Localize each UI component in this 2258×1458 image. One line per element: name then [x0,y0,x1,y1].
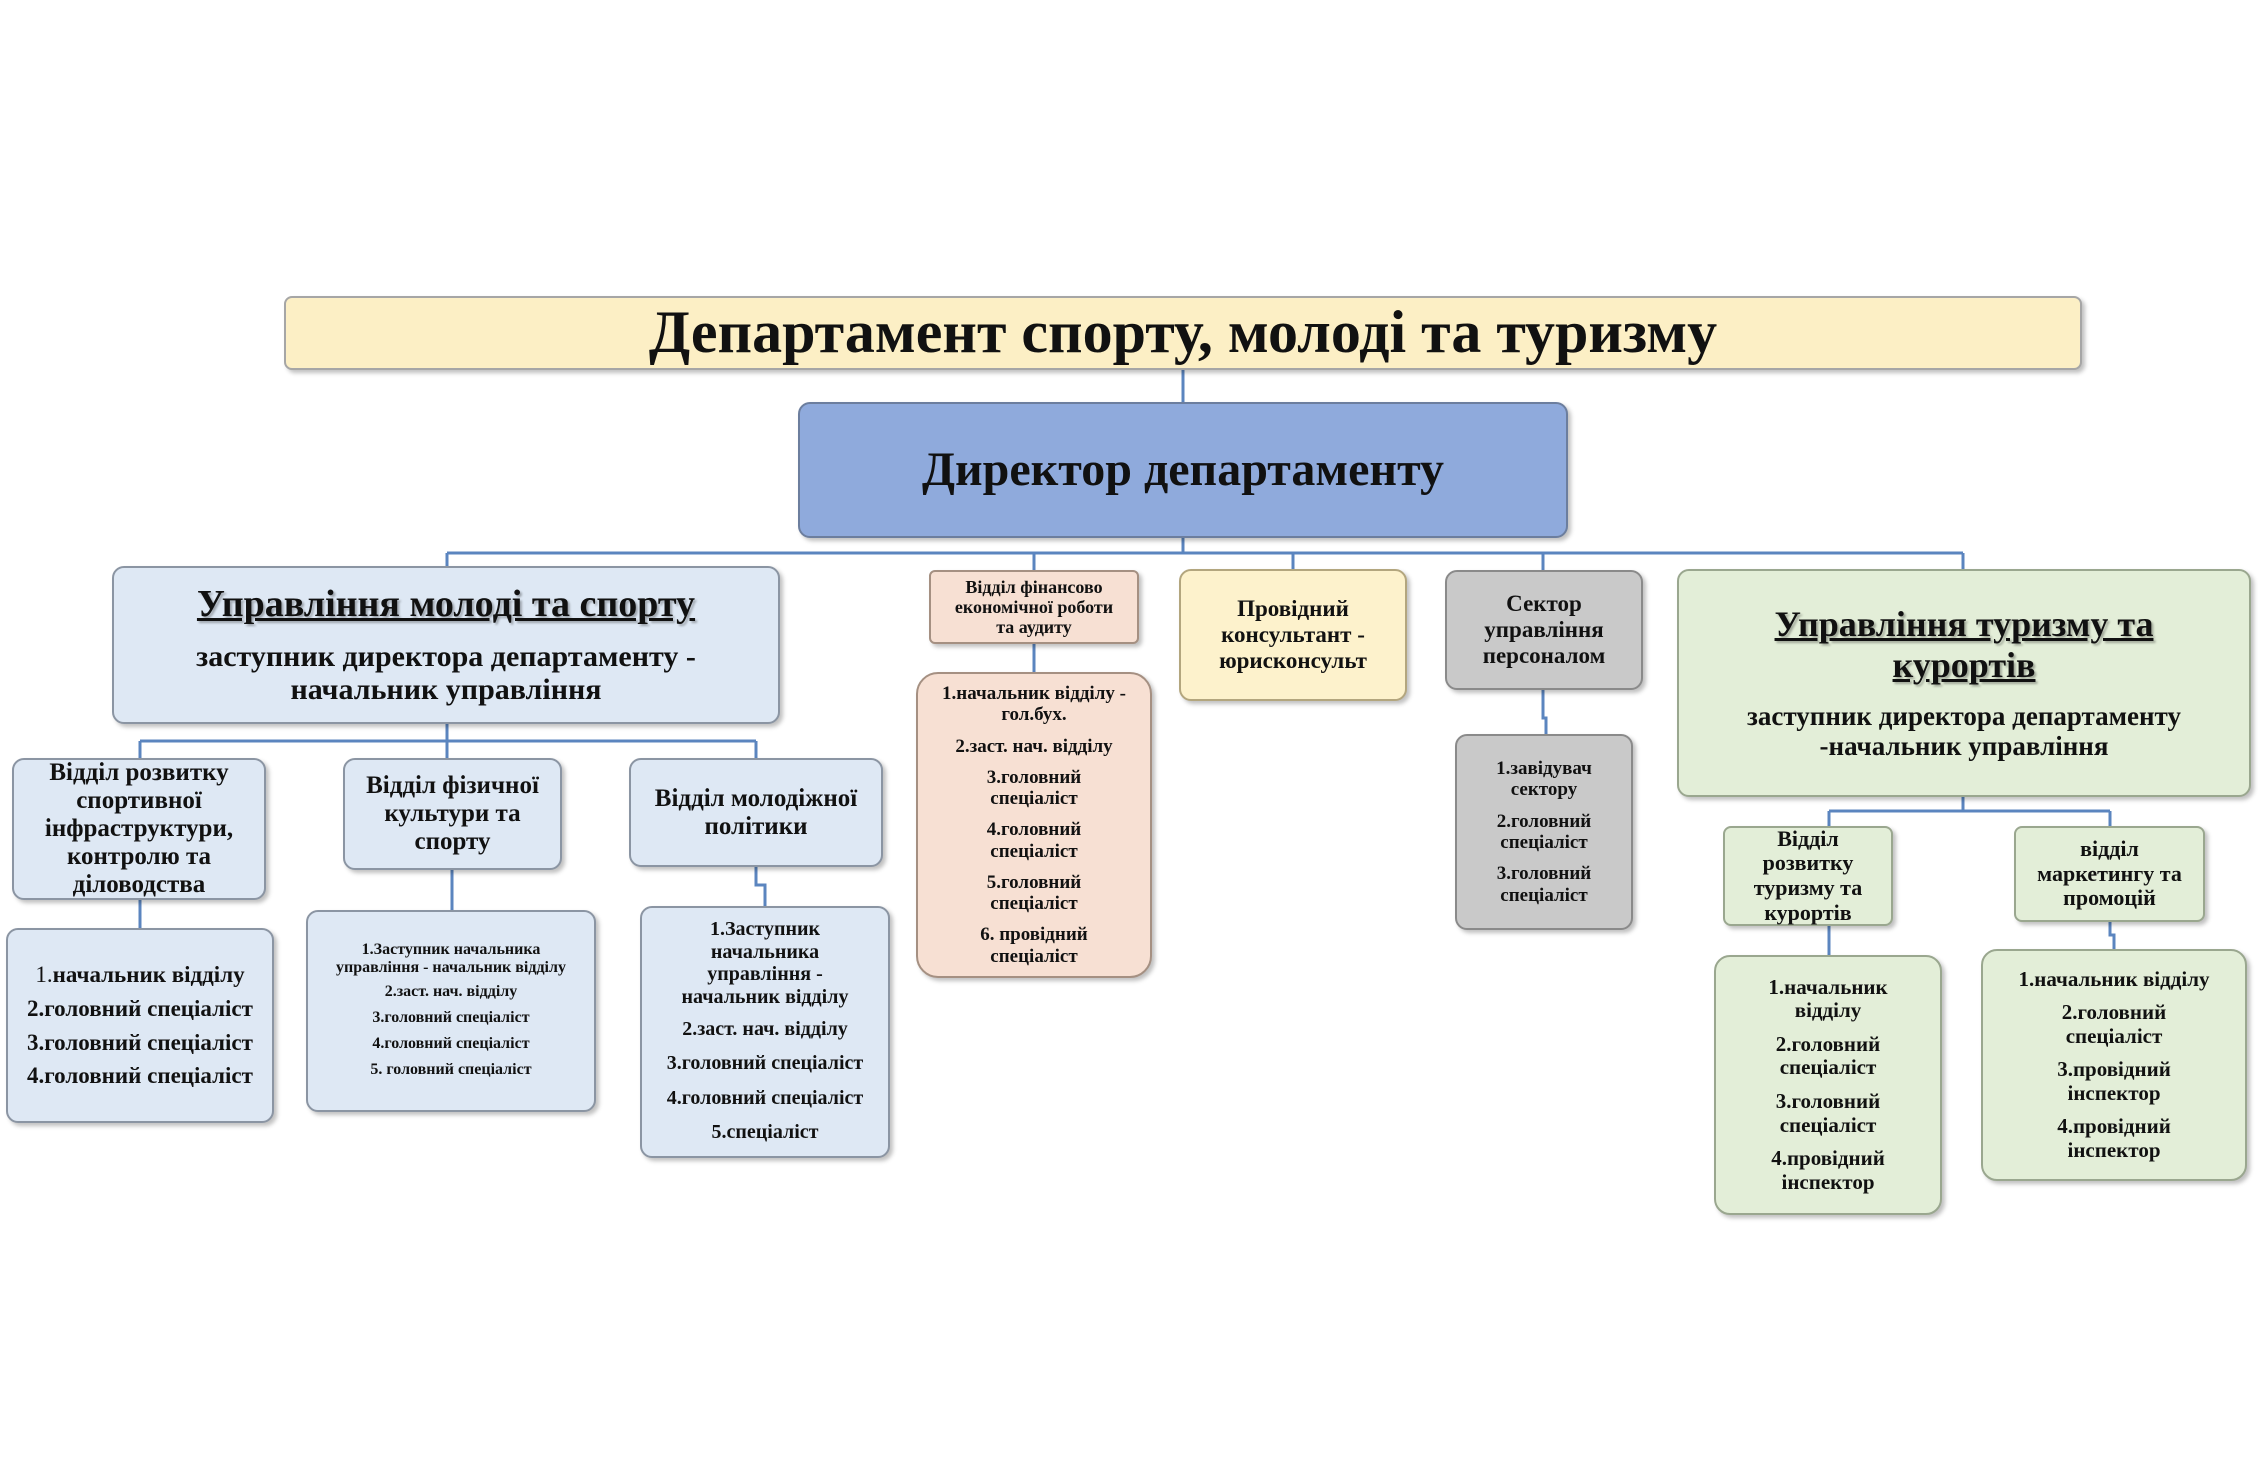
staff-item: 3.головний спеціаліст [666,1052,864,1075]
tourism-dev-staff-box: 1.начальник відділу 2.головний спеціаліс… [1714,955,1942,1215]
finance-dept-label: Відділ фінансово економічної роботи та а… [954,576,1114,638]
department-title: Департамент спорту, молоді та туризму [648,299,1718,366]
staff-item: 6. провідний спеціаліст [980,924,1088,967]
tourism-deputy: заступник директора департаменту -началь… [1747,701,2181,762]
finance-staff-box: 1.начальник відділу - гол.бух. 2.заст. н… [916,672,1152,978]
staff-item: 2.заст. нач. відділу [384,983,518,1001]
youth-sport-management-box: Управління молоді та спорту заступник ди… [112,566,780,724]
staff-item-title: начальник відділу [52,962,245,987]
infrastructure-dept-label: Відділ розвитку спортивної інфраструктур… [44,759,234,898]
staff-item: 4.головний спеціаліст [666,1086,864,1109]
physical-culture-dept-label: Відділ фізичної культури та спорту [366,772,539,855]
director-box: Директор департаменту [798,402,1568,538]
marketing-dept-label: відділ маркетингу та промоцій [2037,836,2182,911]
legal-consultant-label: Провідний консультант - юрисконсульт [1219,596,1367,673]
youth-sport-title: Управління молоді та спорту [196,583,696,626]
staff-item: 2.головний спеціаліст [1775,1031,1881,1080]
youth-policy-dept-label: Відділ молодіжної політики [654,784,858,840]
infrastructure-staff-box: 1.начальник відділу 2.головний спеціаліс… [6,928,274,1123]
staff-item: 2.заст. нач. відділу [682,1018,848,1040]
youth-sport-deputy: заступник директора департаменту - начал… [196,639,696,707]
marketing-staff-box: 1.начальник відділу 2.головний спеціаліс… [1981,949,2247,1181]
staff-item: 1.Заступник начальника управління - нача… [336,941,566,977]
staff-item: 1.завідувач сектору [1496,758,1592,801]
staff-item: 3.провідний інспектор [2057,1057,2171,1105]
staff-item-number: 1. [35,962,53,987]
personnel-staff-box: 1.завідувач сектору 2.головний спеціаліс… [1455,734,1633,930]
staff-item: 4.провідний інспектор [2057,1114,2171,1162]
staff-item: 1.начальник відділу [35,962,244,988]
staff-item: 5.спеціаліст [711,1121,819,1144]
staff-item: 3.головний спеціаліст [27,1029,253,1055]
personnel-sector-box: Сектор управління персоналом [1445,570,1643,690]
staff-item: 3.головний спеціаліст [1496,863,1592,906]
youth-policy-staff-box: 1.Заступник начальника управління - нача… [640,906,890,1158]
staff-item: 3.головний спеціаліст [372,1009,530,1026]
staff-item: 1.начальник відділу [2018,966,2210,991]
tourism-dev-dept-box: Відділ розвитку туризму та курортів [1723,826,1893,926]
marketing-dept-box: відділ маркетингу та промоцій [2014,826,2205,922]
staff-item: 2.заст. нач. відділу [955,735,1113,757]
staff-item: 4.головний спеціаліст [986,819,1082,862]
tourism-title: Управління туризму та курортів [1774,604,2154,685]
staff-item: 1.начальник відділу - гол.бух. [942,683,1126,726]
staff-item: 3.головний спеціаліст [1775,1089,1881,1137]
department-title-box: Департамент спорту, молоді та туризму [284,296,2082,370]
staff-item: 1.начальник відділу [1768,974,1888,1023]
staff-item: 2.головний спеціаліст [27,995,253,1021]
staff-item: 4.головний спеціаліст [27,1063,253,1089]
youth-policy-dept-box: Відділ молодіжної політики [629,758,883,867]
staff-item: 2.головний спеціаліст [2061,1000,2167,1048]
staff-item: 4.провідний інспектор [1771,1146,1885,1194]
staff-item: 1.Заступник начальника управління - нача… [681,918,849,1008]
tourism-dev-dept-label: Відділ розвитку туризму та курортів [1753,825,1863,925]
personnel-sector-label: Сектор управління персоналом [1482,591,1606,668]
director-label: Директор департаменту [921,443,1445,497]
finance-dept-box: Відділ фінансово економічної роботи та а… [929,570,1139,644]
staff-item: 3.головний спеціаліст [986,766,1082,810]
staff-item: 2.головний спеціаліст [1496,810,1592,853]
physical-culture-staff-box: 1.Заступник начальника управління - нача… [306,910,596,1112]
physical-culture-dept-box: Відділ фізичної культури та спорту [343,758,562,870]
staff-item: 5.головний спеціаліст [986,871,1082,915]
staff-item: 4.головний спеціаліст [372,1034,530,1052]
staff-item: 5. головний спеціаліст [370,1060,532,1078]
tourism-management-box: Управління туризму та курортів заступник… [1677,569,2251,797]
legal-consultant-box: Провідний консультант - юрисконсульт [1179,569,1407,701]
infrastructure-dept-box: Відділ розвитку спортивної інфраструктур… [12,758,266,900]
